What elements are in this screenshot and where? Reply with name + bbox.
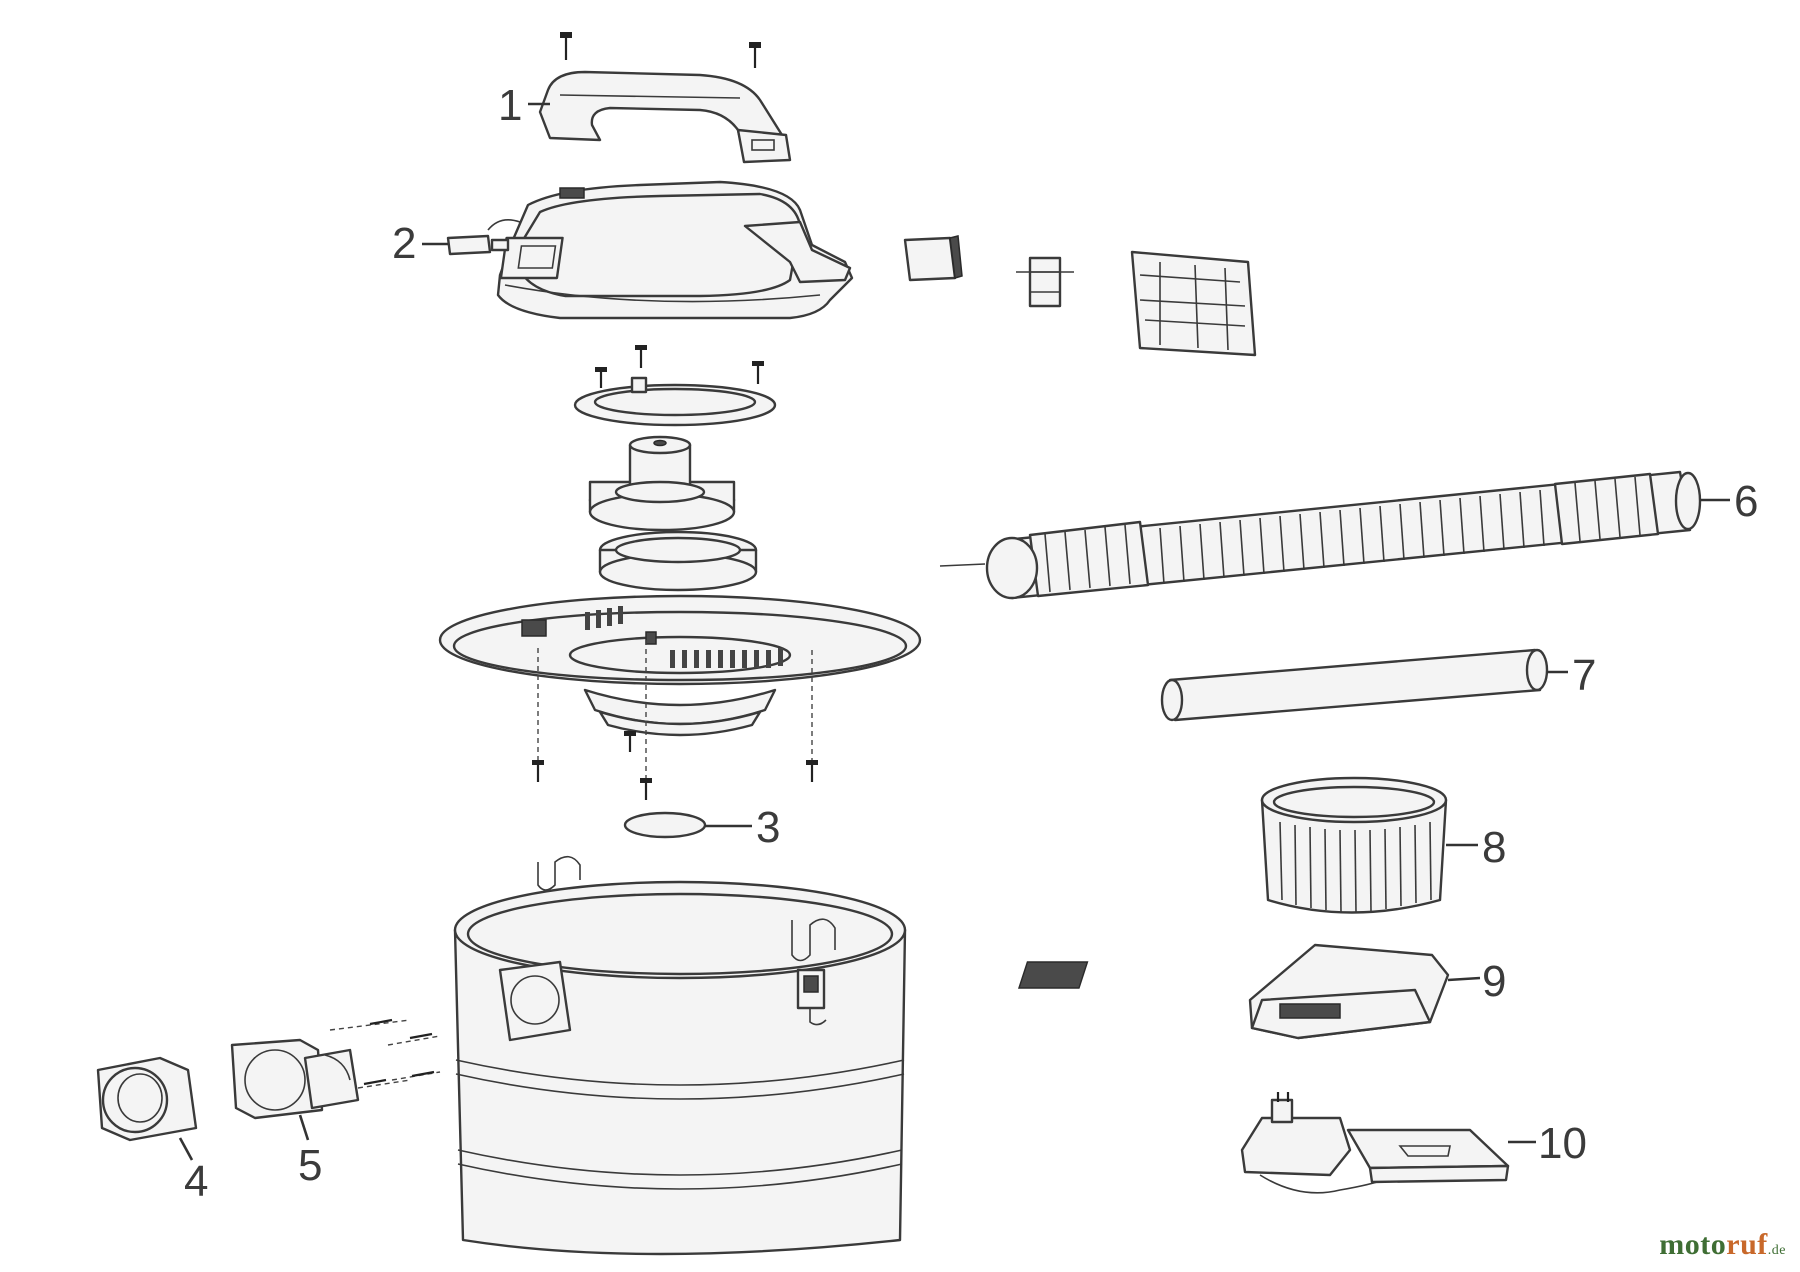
motor-mount-ring-part <box>573 345 777 427</box>
clip-part <box>1016 256 1074 308</box>
lid-plate-part <box>438 594 922 800</box>
logo-tld: .de <box>1767 1243 1786 1258</box>
switch-part <box>903 235 963 282</box>
inlet-flange-part <box>230 1018 441 1141</box>
hose-part <box>939 470 1730 600</box>
motor-head-part <box>422 180 854 320</box>
extension-tube-part <box>1160 648 1568 722</box>
motor-part <box>588 435 736 532</box>
logo-text-a: moto <box>1659 1228 1727 1261</box>
callout-2: 2 <box>392 219 416 268</box>
callout-4: 4 <box>184 1157 208 1206</box>
adapter-part <box>96 1056 198 1161</box>
battery-holder-part <box>1130 250 1257 357</box>
callout-10: 10 <box>1538 1119 1587 1168</box>
callout-3: 3 <box>756 803 780 852</box>
callout-7: 7 <box>1572 651 1596 700</box>
battery-part <box>1017 943 1481 1040</box>
charger-part <box>1240 1092 1536 1194</box>
gasket-ring-part <box>598 530 758 592</box>
callout-labels: 1 2 3 4 5 6 7 8 9 10 <box>184 81 1758 1206</box>
filter-disc-part <box>623 811 752 839</box>
callout-1: 1 <box>498 81 522 130</box>
cartridge-filter-part <box>1260 776 1478 914</box>
callout-5: 5 <box>298 1141 322 1190</box>
watermark-logo: motoruf.de <box>1659 1228 1786 1262</box>
container-drum-part <box>453 855 907 1256</box>
logo-text-b: ruf <box>1726 1228 1768 1261</box>
callout-9: 9 <box>1482 957 1506 1006</box>
callout-8: 8 <box>1482 823 1506 872</box>
callout-6: 6 <box>1734 477 1758 526</box>
handle-part <box>538 32 792 164</box>
